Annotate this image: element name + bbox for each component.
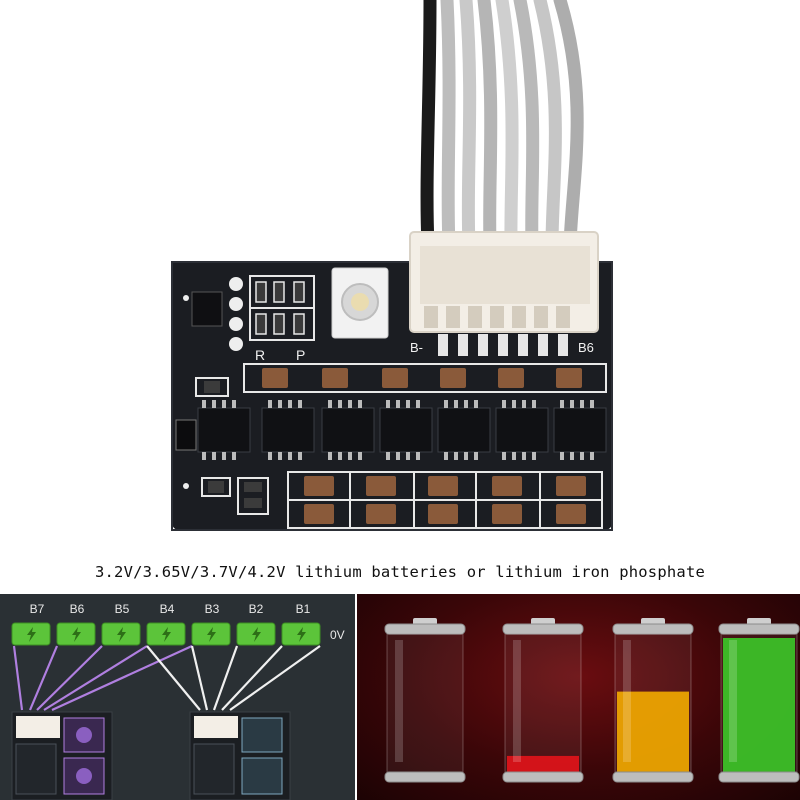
cell-row [11, 622, 321, 646]
cell-label-b6: B6 [69, 602, 85, 616]
cell-label-b5: B5 [114, 602, 130, 616]
label-b6: B6 [578, 340, 594, 355]
cell-label-b2: B2 [248, 602, 264, 616]
label-b-minus: B- [410, 340, 423, 355]
product-photo: R P B- B6 [171, 0, 613, 531]
right-connection-arrows [146, 645, 321, 711]
battery-level-3 [718, 618, 800, 783]
label-r: R [255, 347, 265, 363]
ribbon-wires [420, 0, 584, 252]
bms-board-illustration: R P B- B6 [171, 0, 613, 531]
pcb-board: R P B- B6 [171, 231, 613, 531]
wiring-graphic [11, 622, 321, 800]
cell-label-b1: B1 [295, 602, 311, 616]
battery-level-2 [612, 618, 694, 783]
wiring-diagram-panel: B7 B6 B5 B4 B3 B2 B1 0V [0, 594, 355, 800]
left-connection-arrows [12, 644, 193, 712]
mini-board-left [11, 711, 113, 800]
battery-level-1 [502, 618, 584, 783]
cell-label-b3: B3 [204, 602, 220, 616]
label-p: P [296, 347, 305, 363]
cell-label-b4: B4 [159, 602, 175, 616]
zero-volt-label: 0V [330, 628, 345, 642]
battery-level-0 [384, 618, 466, 783]
charge-level-panel [357, 594, 800, 800]
battery-levels-graphic [384, 618, 800, 783]
product-caption: 3.2V/3.65V/3.7V/4.2V lithium batteries o… [94, 563, 706, 581]
mini-board-right [189, 711, 291, 800]
cell-label-b7: B7 [29, 602, 45, 616]
